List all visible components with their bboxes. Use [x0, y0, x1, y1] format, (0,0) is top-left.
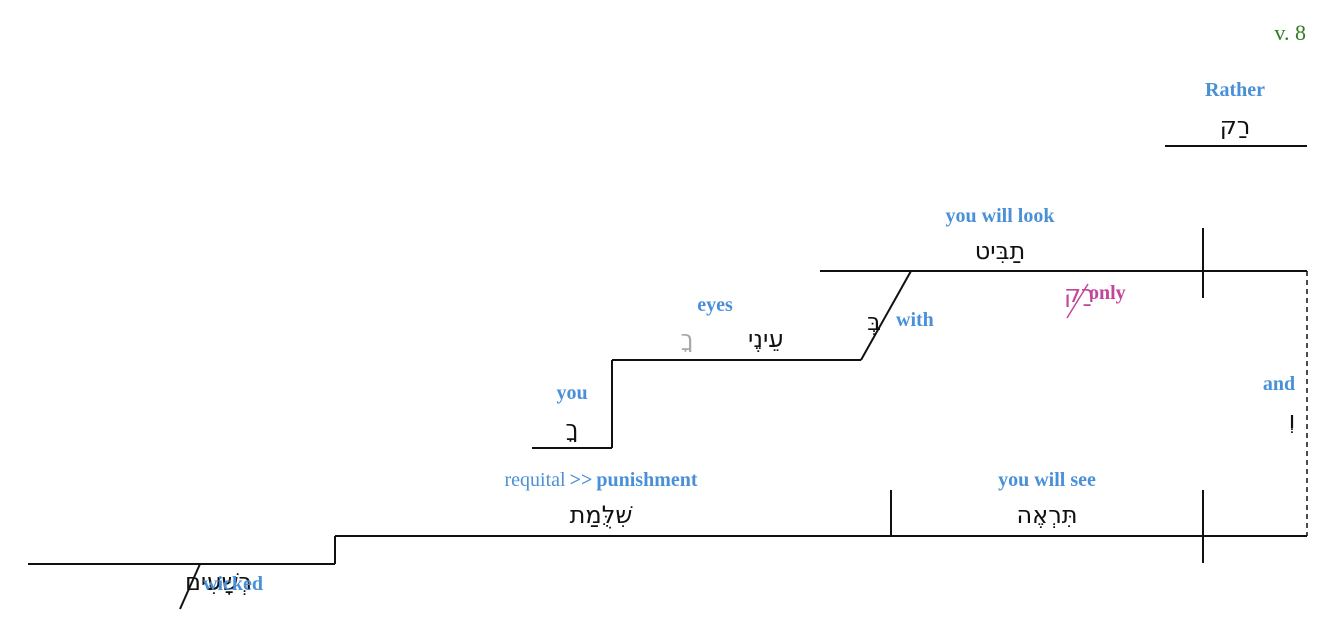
gloss-punishment: punishment	[596, 469, 697, 491]
wicked-slant	[179, 563, 201, 610]
hebrew-and: וְ	[1289, 406, 1296, 434]
gloss-eyes: eyes	[697, 294, 733, 316]
with-slant	[860, 270, 912, 361]
hebrew-rather: רַק	[1220, 112, 1251, 140]
only-slant	[1066, 283, 1089, 319]
gloss-wicked: wicked	[203, 573, 263, 595]
gloss-you-will-see: you will see	[998, 469, 1096, 491]
gloss-arrow: >>	[570, 469, 593, 491]
hebrew-requital: שִׁלֻּמַת	[570, 501, 634, 529]
gloss-with: with	[896, 309, 934, 331]
hebrew-wicked: רְשָׁעִים	[185, 568, 252, 596]
hebrew-eyes-suffix: ךָ	[681, 325, 694, 353]
verse-label: v. 8	[1274, 20, 1306, 45]
hebrew-with: בְּ	[867, 308, 881, 336]
hebrew-you: ךָ	[566, 415, 579, 443]
gloss-requital-group: requital >> punishment	[504, 469, 697, 491]
gloss-and: and	[1263, 373, 1295, 395]
gloss-you: you	[556, 382, 587, 404]
gloss-you-will-look: you will look	[946, 205, 1056, 227]
gloss-requital: requital	[504, 469, 566, 491]
hebrew-only: רַק	[1064, 280, 1095, 308]
hebrew-eyes: עֵינֶי	[748, 325, 784, 353]
hebrew-you-will-see: תִּרְאֶה	[1016, 501, 1077, 529]
hebrew-you-will-look: תַבִּיט	[975, 237, 1026, 265]
gloss-rather: Rather	[1205, 79, 1265, 101]
gloss-only: only	[1089, 282, 1126, 304]
